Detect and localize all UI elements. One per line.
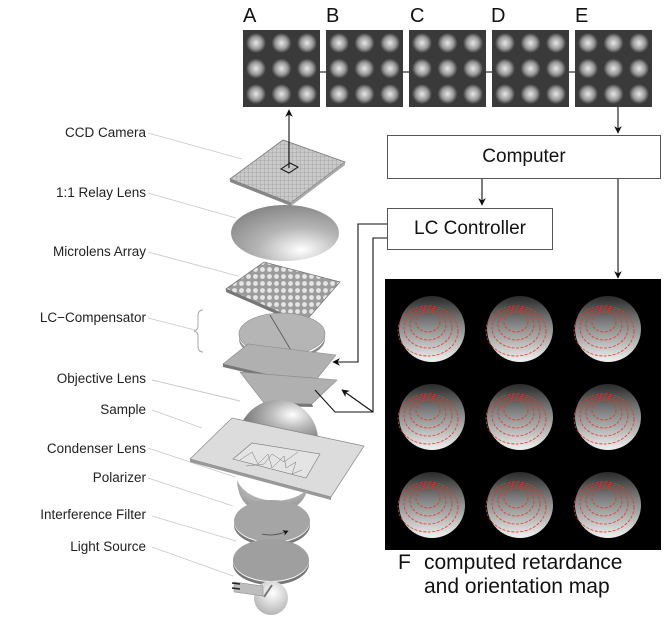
panel-letter-a: A <box>243 5 257 27</box>
raw-spot <box>463 84 483 104</box>
raw-spot <box>354 33 375 53</box>
relay-lens-graphic <box>231 205 339 261</box>
raw-spot <box>271 84 292 104</box>
label-relay-lens: 1:1 Relay Lens <box>55 185 146 200</box>
map-spot <box>397 296 465 362</box>
panel-letter-e: E <box>575 5 589 27</box>
raw-spot <box>437 58 458 79</box>
raw-spot <box>629 58 649 79</box>
computer-box: Computer <box>387 135 661 179</box>
raw-spot <box>380 33 400 53</box>
raw-spot <box>463 58 483 79</box>
caption-line-2: and orientation map <box>424 575 610 598</box>
raw-spot <box>578 33 598 53</box>
raw-spot <box>297 84 317 104</box>
lc-controller-label: LC Controller <box>414 218 526 239</box>
panel-letter-b: B <box>326 5 340 27</box>
ccd-camera-graphic <box>229 139 346 206</box>
label-interference-filter: Interference Filter <box>40 507 146 522</box>
map-spot <box>485 296 553 362</box>
panel-letter-d: D <box>491 5 506 27</box>
sample-graphic <box>189 417 365 500</box>
raw-spot <box>437 33 458 53</box>
raw-spot <box>329 33 349 53</box>
light-source-graphic <box>231 581 288 615</box>
raw-spot <box>520 58 541 79</box>
raw-spot <box>329 58 349 79</box>
raw-spot <box>412 84 432 104</box>
map-spot <box>485 384 553 450</box>
polarizer-graphic <box>234 500 310 546</box>
panel-letter-f: F <box>398 551 411 574</box>
raw-spot <box>495 84 515 104</box>
map-spot <box>573 296 641 362</box>
result-map-spots <box>397 296 641 538</box>
raw-spot <box>546 84 566 104</box>
raw-spot <box>354 84 375 104</box>
raw-spot <box>546 58 566 79</box>
raw-spot <box>603 58 624 79</box>
label-objective-lens: Objective Lens <box>56 371 146 386</box>
raw-spot <box>578 58 598 79</box>
raw-spot <box>246 58 266 79</box>
lc-compensator-graphic <box>222 312 338 407</box>
raw-spot <box>271 58 292 79</box>
raw-spot <box>412 33 432 53</box>
raw-spot <box>412 58 432 79</box>
raw-spot <box>520 84 541 104</box>
interference-filter-graphic <box>233 539 309 585</box>
raw-spot <box>603 33 624 53</box>
raw-spot <box>297 58 317 79</box>
lc-controller-connections <box>314 223 388 413</box>
raw-spot <box>354 58 375 79</box>
raw-spot <box>546 33 566 53</box>
label-lc-compensator: LC−Compensator <box>39 310 146 325</box>
label-condenser-lens: Condenser Lens <box>46 441 146 456</box>
label-sample: Sample <box>100 402 146 417</box>
caption-line-1: computed retardance <box>424 551 623 574</box>
raw-image-spots <box>246 33 649 104</box>
label-microlens-array: Microlens Array <box>52 244 146 259</box>
map-spot <box>573 384 641 450</box>
label-light-source: Light Source <box>70 539 146 554</box>
raw-spot <box>495 58 515 79</box>
raw-spot <box>329 84 349 104</box>
raw-spot <box>246 84 266 104</box>
raw-spot <box>380 84 400 104</box>
map-spot <box>397 472 465 538</box>
label-ccd-camera: CCD Camera <box>64 125 146 140</box>
raw-spot <box>463 33 483 53</box>
computer-label: Computer <box>482 146 566 167</box>
lc-controller-box: LC Controller <box>387 208 553 250</box>
label-polarizer: Polarizer <box>92 470 146 485</box>
raw-spot <box>437 84 458 104</box>
raw-spot <box>578 84 598 104</box>
map-spot <box>573 472 641 538</box>
raw-spot <box>271 33 292 53</box>
raw-spot <box>520 33 541 53</box>
raw-spot <box>380 58 400 79</box>
raw-spot <box>629 84 649 104</box>
raw-spot <box>495 33 515 53</box>
raw-spot <box>297 33 317 53</box>
panel-letter-c: C <box>410 5 425 27</box>
lc-compensator-bracket <box>193 309 204 353</box>
map-spot <box>397 384 465 450</box>
raw-spot <box>603 84 624 104</box>
map-spot <box>485 472 553 538</box>
leader-lines <box>147 132 243 577</box>
raw-spot <box>246 33 266 53</box>
raw-spot <box>629 33 649 53</box>
